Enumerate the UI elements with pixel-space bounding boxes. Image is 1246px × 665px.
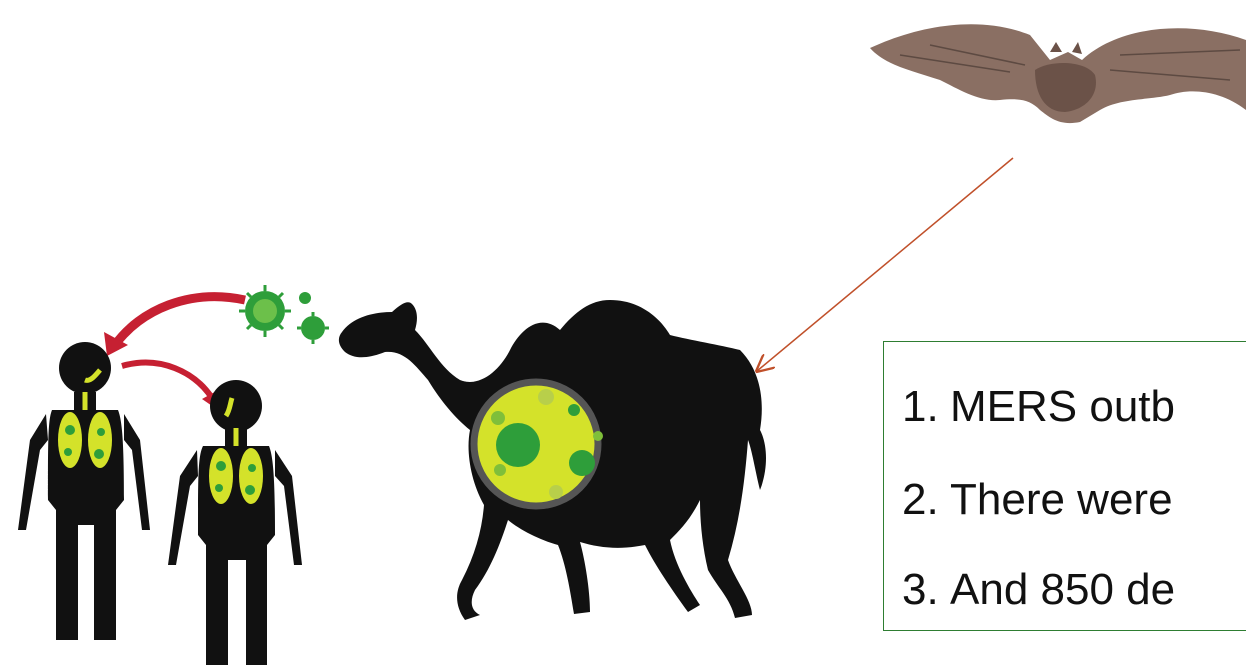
fact-number: 2. <box>902 478 950 522</box>
airborne-virus-cluster <box>239 285 329 344</box>
fact-number: 3. <box>902 568 950 612</box>
camel-virus-circle <box>474 382 603 506</box>
fact-text: There were <box>950 475 1173 524</box>
fact-number: 1. <box>902 385 950 429</box>
bat-image <box>870 24 1246 123</box>
fact-item-3: 3.And 850 de <box>902 568 1175 612</box>
fact-text: MERS outb <box>950 382 1175 431</box>
bat-to-camel-arrow <box>757 158 1013 371</box>
person-1-silhouette <box>18 342 150 640</box>
fact-text: And 850 de <box>950 565 1175 614</box>
fact-item-1: 1.MERS outb <box>902 385 1175 429</box>
fact-item-2: 2.There were <box>902 478 1173 522</box>
facts-box: 1.MERS outb 2.There were 3.And 850 de <box>883 341 1246 631</box>
person-2-silhouette <box>168 380 302 665</box>
